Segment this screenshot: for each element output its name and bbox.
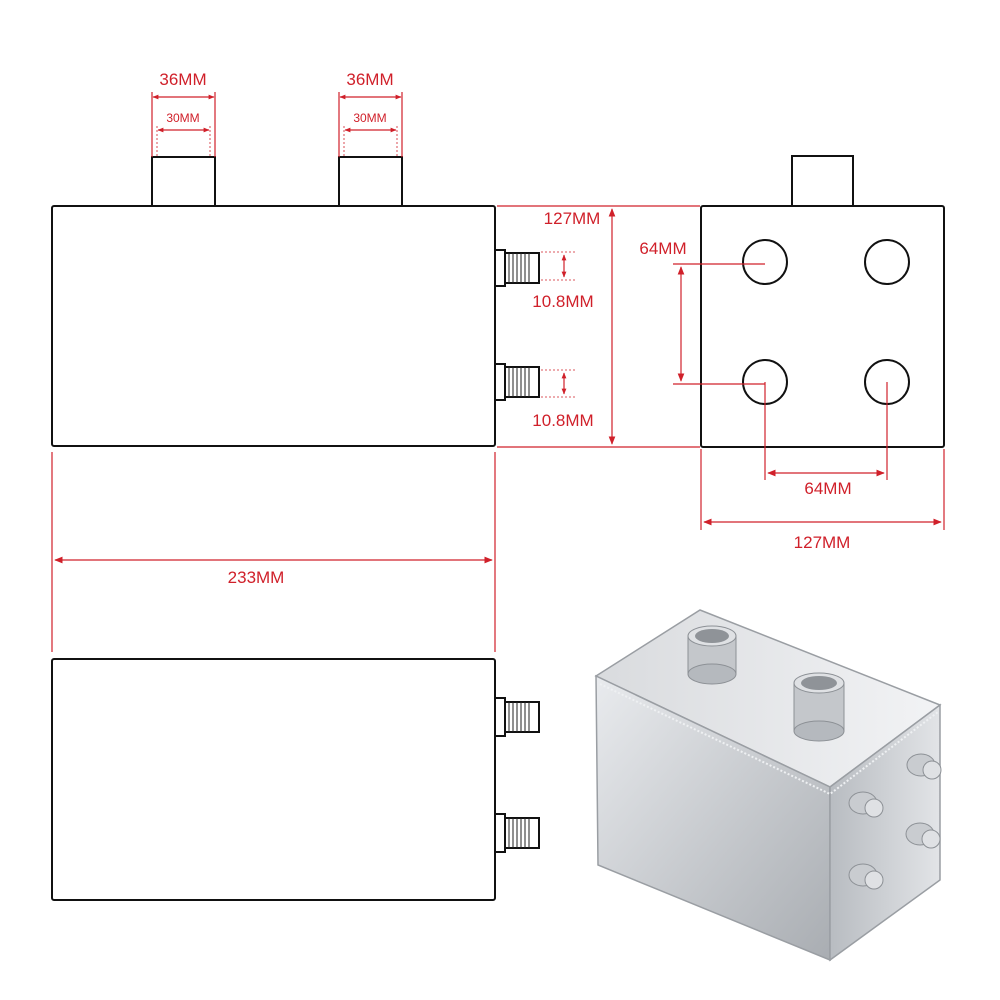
tank-body-lower — [51, 658, 496, 901]
end-view-tube — [791, 155, 854, 207]
fitting-lower-icon — [494, 363, 540, 401]
length-label: 233MM — [228, 568, 285, 587]
lower-fitting-bottom-icon — [494, 813, 540, 853]
hole-spacing-vertical-dimension: 64MM — [639, 239, 765, 385]
fitting-upper-icon — [494, 249, 540, 287]
fitting-upper-label: 10.8MM — [532, 292, 593, 311]
hole-spacing-vertical-label: 64MM — [639, 239, 686, 258]
inlet-inner-right-label: 30MM — [353, 111, 386, 125]
height-label: 127MM — [544, 209, 601, 228]
length-dimension: 233MM — [51, 452, 496, 652]
fitting-lower-dimension: 10.8MM — [532, 369, 594, 430]
photo-fitting-3-icon — [905, 822, 941, 849]
tank-photo — [594, 609, 942, 962]
hole-spacing-horizontal-dimension: 64MM — [764, 382, 888, 498]
inlet-inner-left-label: 30MM — [166, 111, 199, 125]
front-view-lower — [51, 658, 540, 901]
inlet-outer-left-label: 36MM — [159, 70, 206, 89]
fitting-lower-label: 10.8MM — [532, 411, 593, 430]
end-width-label: 127MM — [794, 533, 851, 552]
photo-fitting-4-icon — [848, 863, 884, 890]
inlet-tube-right — [338, 156, 403, 207]
fitting-upper-dimension: 10.8MM — [532, 251, 594, 311]
inlet-tube-left — [151, 156, 216, 207]
end-view — [700, 155, 945, 448]
front-view-upper — [51, 156, 540, 447]
photo-fitting-2-icon — [848, 791, 884, 818]
end-port-top-right — [864, 239, 910, 285]
height-dimension: 127MM — [497, 205, 700, 448]
inlet-outer-right-label: 36MM — [346, 70, 393, 89]
photo-inlet-right — [793, 672, 845, 742]
end-width-dimension: 127MM — [700, 449, 945, 552]
inlet-right-dimensions: 36MM 30MM — [338, 70, 403, 157]
lower-fitting-top-icon — [494, 697, 540, 737]
end-port-top-left — [742, 239, 788, 285]
inlet-left-dimensions: 36MM 30MM — [151, 70, 216, 157]
hole-spacing-horizontal-label: 64MM — [804, 479, 851, 498]
tank-body-front — [51, 205, 496, 447]
photo-fitting-1-icon — [906, 753, 942, 780]
end-view-body — [700, 205, 945, 448]
photo-inlet-left — [687, 625, 737, 685]
